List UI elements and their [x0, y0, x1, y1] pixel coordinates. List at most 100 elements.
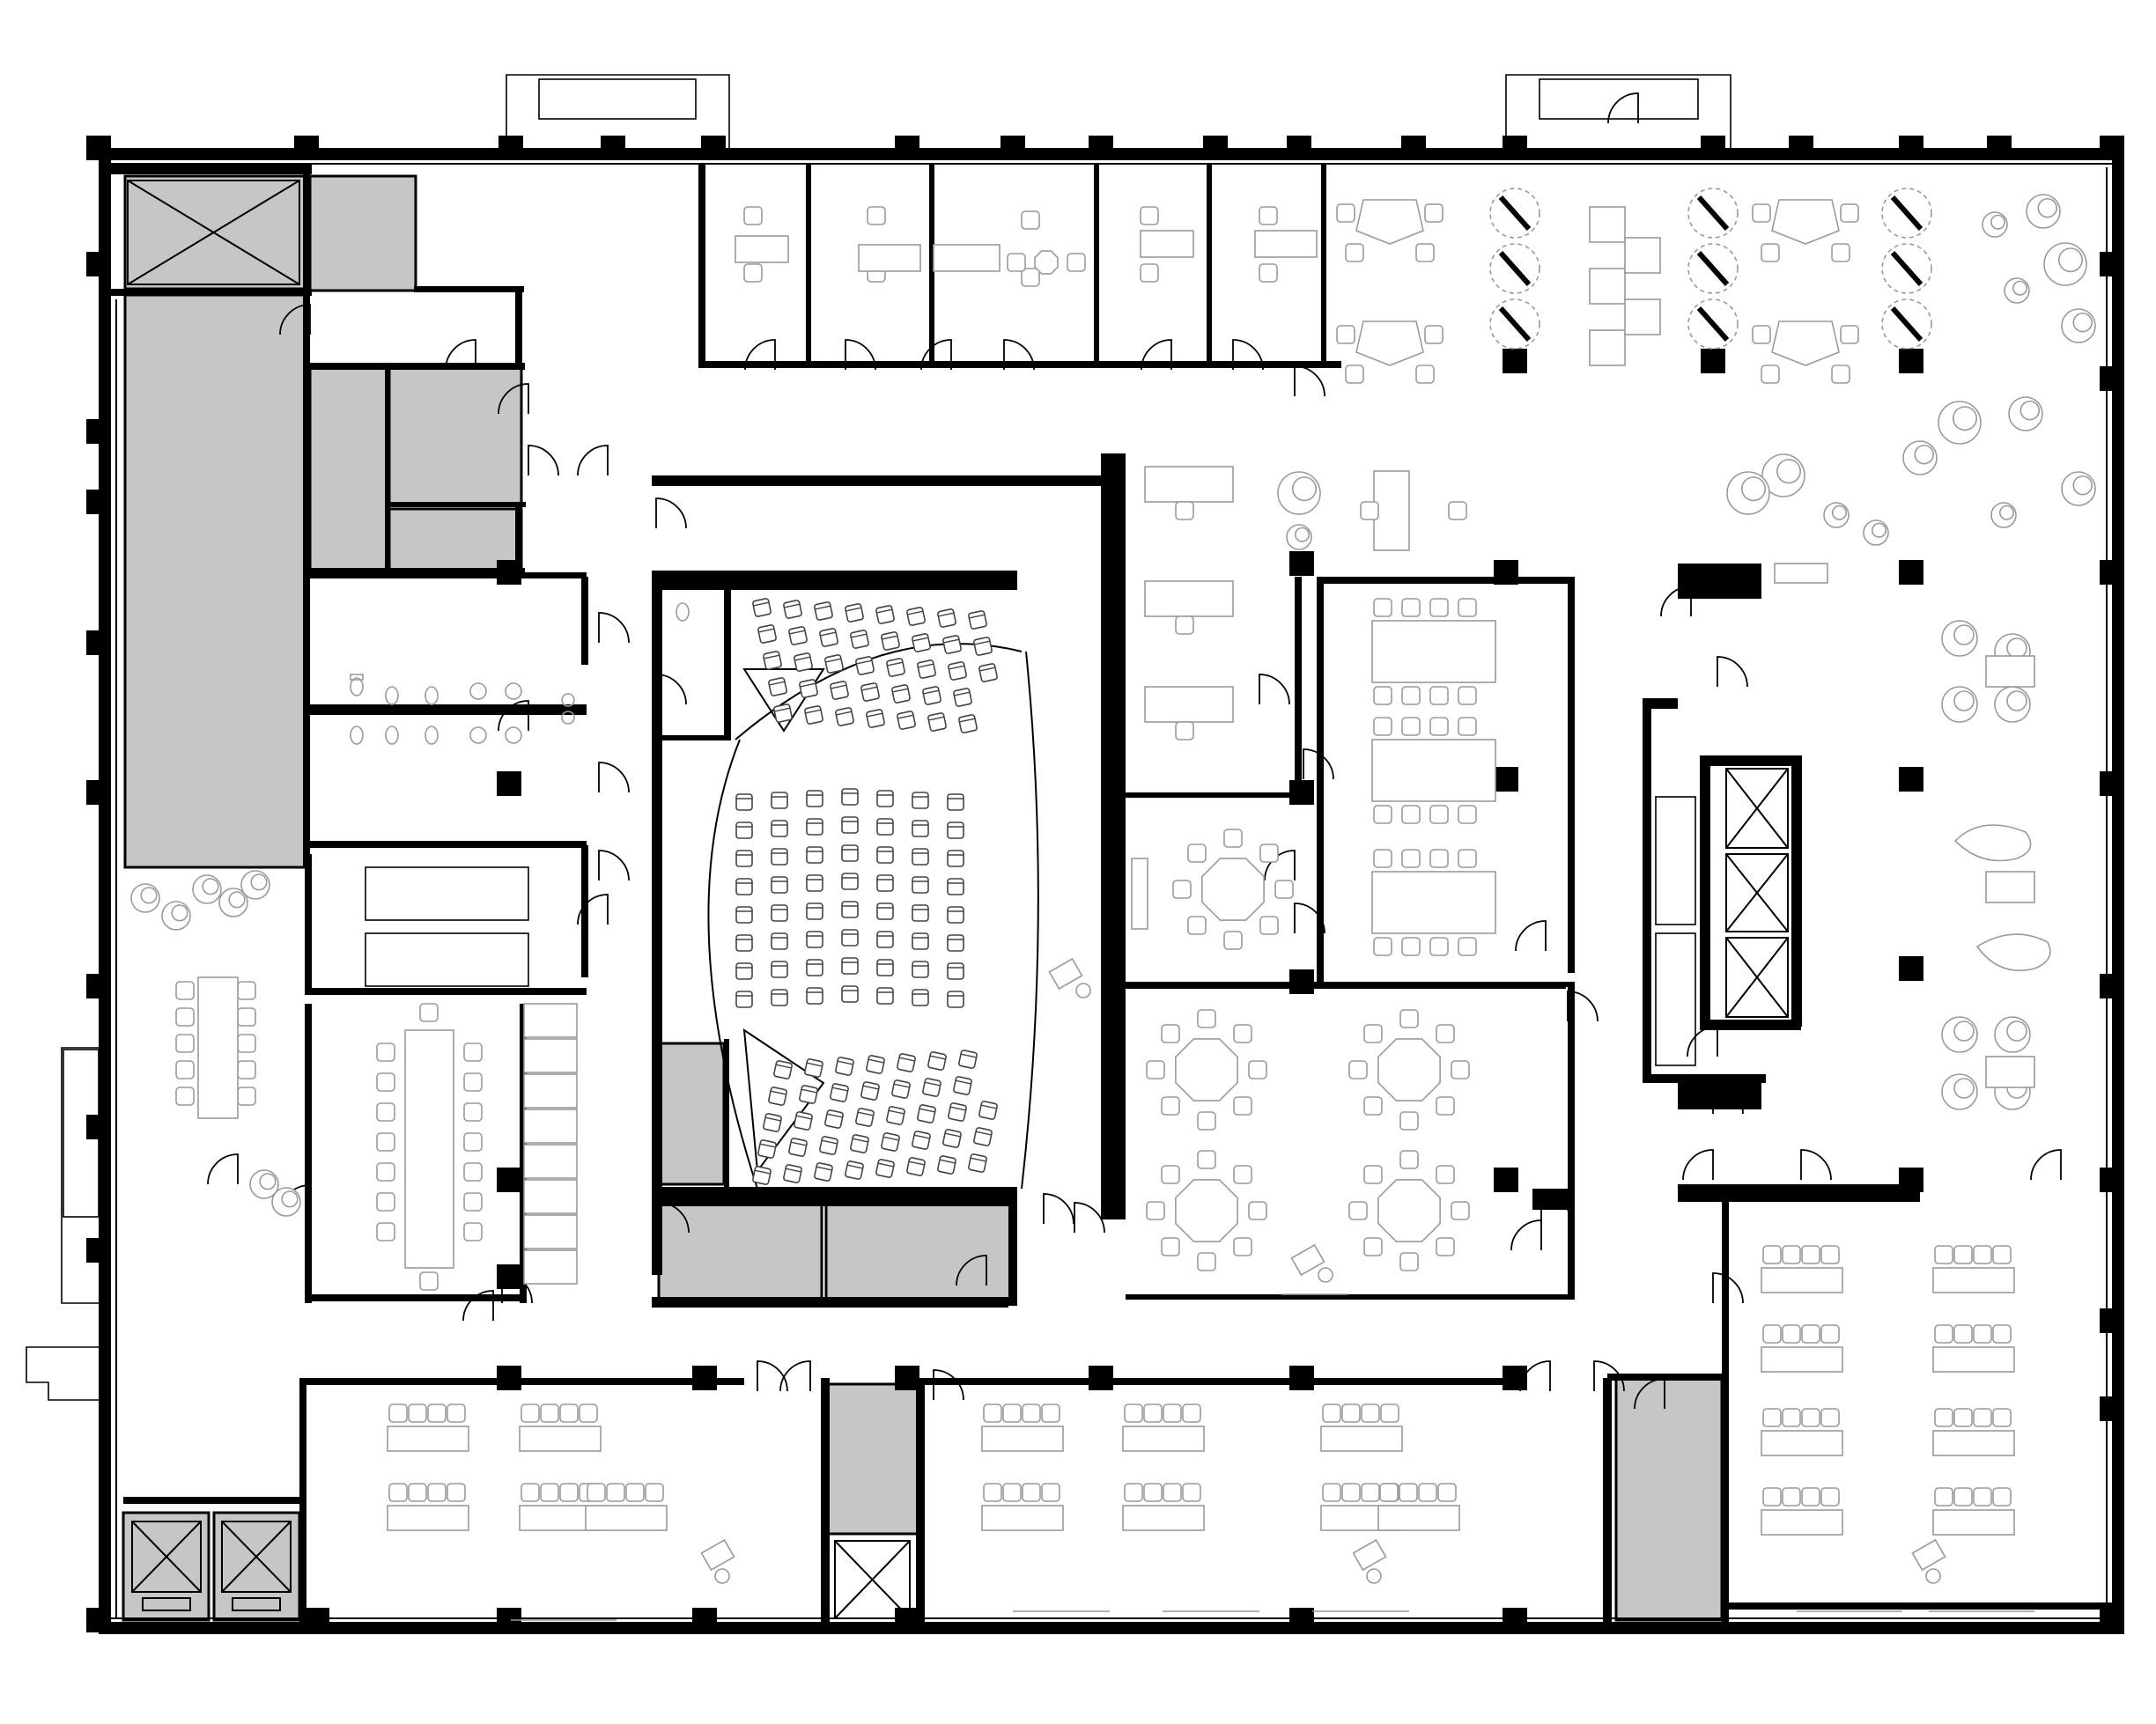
chair-icon: [419, 1271, 439, 1291]
chair-icon: [1336, 325, 1355, 344]
table-icon: [1985, 1056, 2035, 1088]
chair-icon: [922, 1078, 941, 1097]
column-icon: [2100, 252, 2124, 276]
chair-icon: [773, 704, 793, 723]
chair-icon: [771, 848, 788, 866]
chair-icon: [953, 1076, 972, 1095]
door-swing-icon: [279, 304, 311, 335]
chair-icon: [947, 934, 964, 952]
elevator-room-southwest-a: [122, 1511, 210, 1622]
chair-icon: [763, 1113, 782, 1132]
projector-icon: [1048, 957, 1091, 998]
column-icon: [1289, 551, 1314, 576]
door-swing-icon: [1043, 1193, 1074, 1225]
elevator-shafts: [127, 180, 1789, 1619]
chair-icon: [947, 878, 964, 895]
chair-icon: [388, 1404, 408, 1423]
lounge-chair-icon: [1902, 440, 1938, 475]
chair-icon: [376, 1162, 395, 1182]
chair-icon: [1373, 805, 1392, 824]
column-icon: [1503, 349, 1527, 373]
chair-icon: [1458, 686, 1477, 705]
chair-icon: [897, 711, 916, 730]
door-swing-icon: [1515, 920, 1547, 952]
lounge-chair-icon: [1761, 453, 1805, 497]
chair-icon: [1363, 1024, 1383, 1043]
chair-icon: [1248, 1201, 1267, 1220]
chair-icon: [968, 1153, 987, 1173]
table-icon: [387, 1426, 469, 1452]
chair-icon: [947, 962, 964, 980]
column-icon: [497, 1168, 521, 1192]
toilet-icon: [385, 686, 399, 705]
chair-icon: [1002, 1404, 1022, 1423]
chair-icon: [947, 793, 964, 811]
column-icon: [1899, 136, 1923, 160]
chair-icon: [376, 1102, 395, 1122]
elevator-shaft-icon: [1725, 768, 1789, 849]
chair-icon: [1336, 203, 1355, 223]
chair-icon: [1752, 325, 1771, 344]
toilet-icon: [425, 686, 439, 705]
chair-icon: [819, 1136, 838, 1155]
table-icon: [523, 1179, 578, 1214]
chair-icon: [799, 679, 818, 698]
chair-icon: [1022, 1404, 1041, 1423]
column-icon: [86, 974, 111, 998]
chair-icon: [1436, 1165, 1455, 1184]
chair-icon: [1458, 805, 1477, 824]
column-icon: [2100, 136, 2124, 160]
service-room-auditorium-c: [824, 1196, 1016, 1305]
chair-icon: [559, 1483, 579, 1502]
lounge-chair-icon: [1286, 524, 1312, 550]
chair-icon: [906, 1157, 926, 1176]
lounge-chair-icon: [1489, 298, 1540, 350]
column-icon: [86, 1238, 111, 1263]
service-corridor-west: [123, 293, 307, 869]
chair-icon: [1373, 598, 1392, 617]
chair-icon: [1761, 365, 1780, 384]
chair-icon: [819, 628, 838, 647]
chair-icon: [1187, 844, 1207, 863]
table-icon: [523, 1003, 578, 1038]
service-room-north-b: [308, 366, 389, 572]
chair-icon: [1341, 1404, 1361, 1423]
chair-icon: [912, 989, 929, 1006]
chair-icon: [1041, 1404, 1060, 1423]
door-swing-icon: [1074, 1202, 1105, 1234]
chair-icon: [1172, 880, 1192, 899]
table-icon: [1624, 298, 1661, 335]
chair-icon: [1021, 210, 1040, 230]
door-swing-icon: [933, 1369, 964, 1401]
door-swing-icon: [2030, 1149, 2062, 1181]
chair-icon: [942, 1129, 962, 1148]
column-icon: [692, 1366, 717, 1390]
column-icon: [692, 1608, 717, 1632]
lounge-chair-icon: [1687, 298, 1739, 350]
chair-icon: [735, 850, 753, 867]
chair-icon: [881, 1132, 900, 1152]
column-icon: [1289, 969, 1314, 994]
chair-icon: [922, 686, 941, 705]
table-icon: [981, 1505, 1064, 1531]
chair-icon: [855, 1108, 875, 1127]
chair-icon: [463, 1043, 483, 1062]
sofa-icon: [1953, 824, 2032, 862]
chair-icon: [814, 1162, 833, 1182]
chair-icon: [1163, 1483, 1182, 1502]
whiteboards: [511, 1293, 2034, 1621]
chair-icon: [1401, 805, 1421, 824]
door-swing-icon: [658, 1202, 690, 1234]
lounge-chair-icon: [1881, 243, 1932, 294]
table-icon: [519, 1426, 602, 1452]
chair-icon: [1801, 1487, 1820, 1507]
chair-icon: [735, 906, 753, 924]
column-icon: [601, 136, 625, 160]
chair-icon: [463, 1222, 483, 1241]
projector-icon: [700, 1538, 735, 1584]
lounge-chair-icon: [1982, 211, 2008, 238]
elevator-shaft-icon: [1725, 853, 1789, 932]
chair-icon: [175, 1087, 195, 1106]
column-icon: [2100, 974, 2124, 998]
lounge-chair-icon: [2004, 277, 2030, 304]
